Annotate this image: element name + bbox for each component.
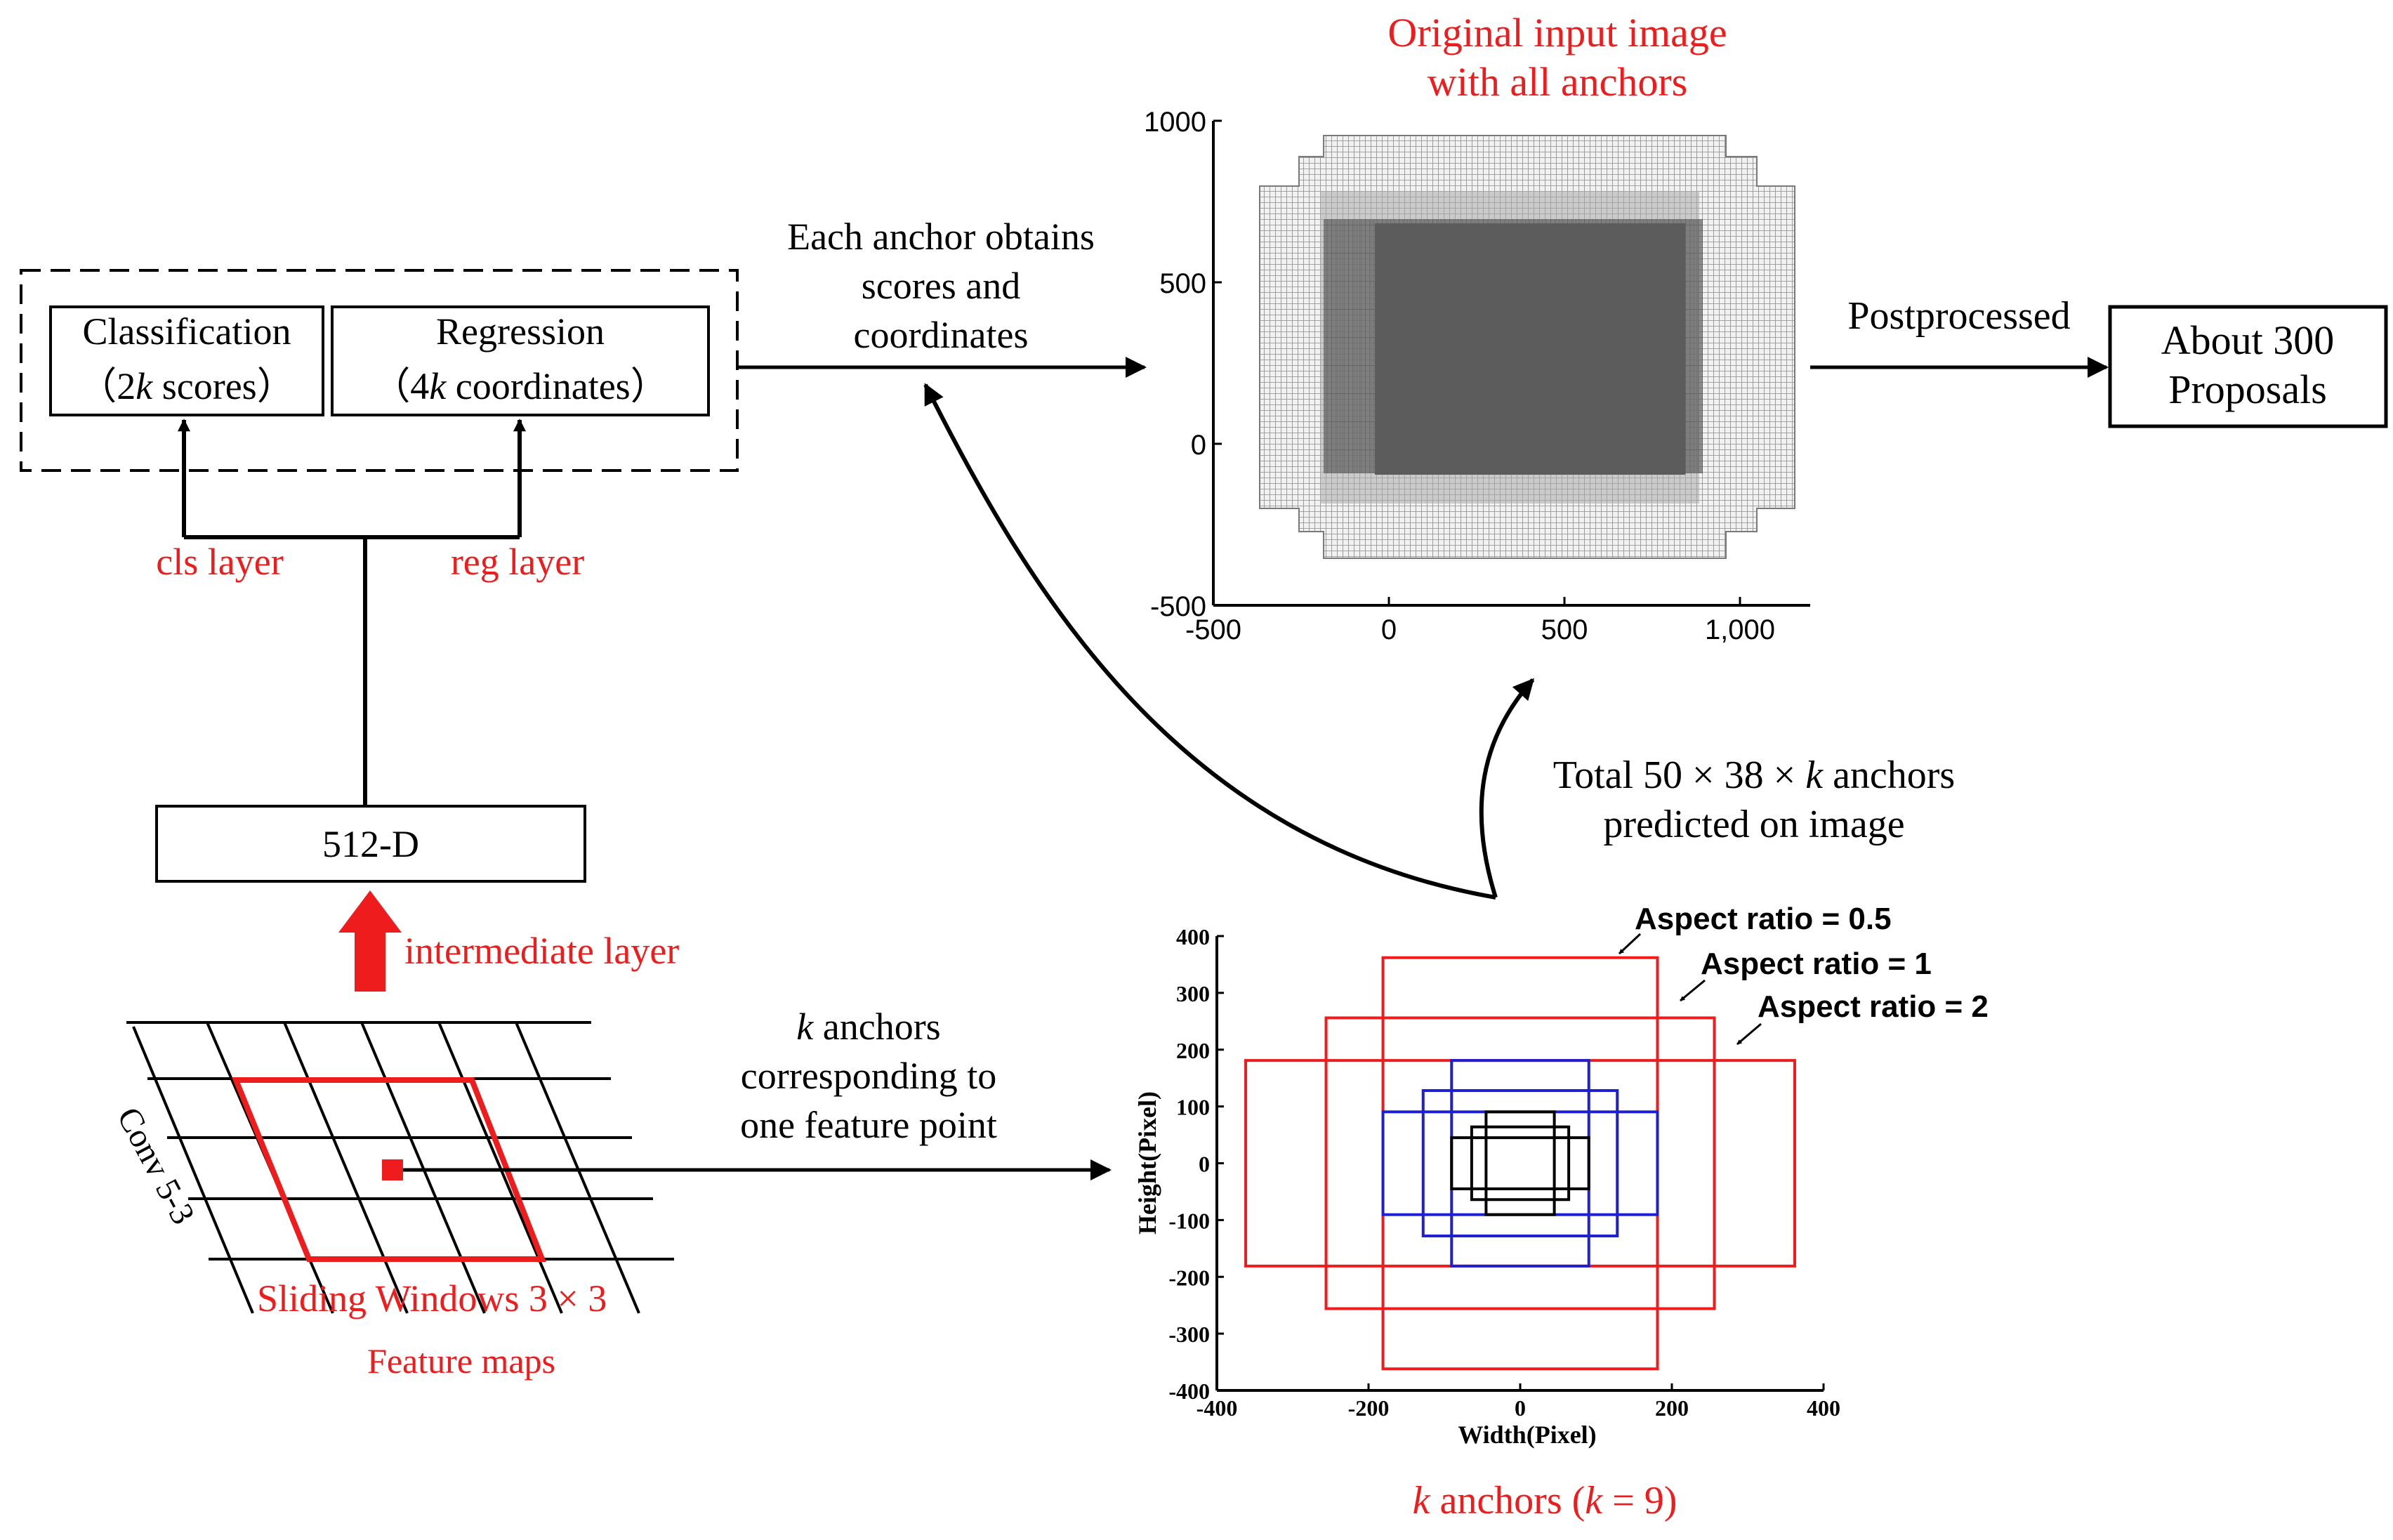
proposals-line2: Proposals <box>2168 367 2327 412</box>
heatmap-x-tick-label: -500 <box>1185 614 1241 645</box>
original-input-line1: Original input image <box>1387 10 1727 55</box>
regression-title: Regression <box>436 310 605 353</box>
each-anchor-line2: scores and <box>862 265 1020 307</box>
anchor-box-small-ratio-2 <box>1450 1136 1590 1190</box>
anchor-box-small-ratio-0_5 <box>1484 1110 1556 1216</box>
intermediate-layer-label: intermediate layer <box>404 930 679 972</box>
dim-512-box <box>155 805 586 883</box>
sliding-window-3x3 <box>232 1077 546 1262</box>
kc-y-tick-label: 300 <box>1176 981 1210 1006</box>
aspect-ratio-05-label: Aspect ratio = 0.5 <box>1635 902 1892 936</box>
conv-label: Conv 5-3 <box>110 1101 202 1230</box>
kc-y-tick-label: -100 <box>1168 1208 1210 1233</box>
proposals-line1: About 300 <box>2161 317 2335 363</box>
aspect-ratio-1-label: Aspect ratio = 1 <box>1701 947 1932 981</box>
kc-y-tick-label: 0 <box>1199 1152 1210 1177</box>
kc-x-tick-label: 200 <box>1655 1395 1689 1421</box>
kc-y-axis-label: Height(Pixel) <box>1133 1091 1161 1235</box>
anchor-coverage <box>1259 135 1795 559</box>
kc-y-tick-label: -300 <box>1168 1322 1210 1347</box>
anchor-box-large-ratio-1 <box>1324 1016 1716 1310</box>
original-input-line2: with all anchors <box>1428 59 1687 105</box>
anchors-to-image-curve <box>1479 678 1535 898</box>
kc-x-tick-label: 0 <box>1515 1395 1526 1421</box>
reg-layer-label: reg layer <box>451 541 584 583</box>
each-anchor-line1: Each anchor obtains <box>787 216 1095 258</box>
each-anchor-line3: coordinates <box>854 314 1029 356</box>
heatmap-x-tick-label: 0 <box>1381 614 1397 645</box>
anchors-to-scores-curve <box>923 383 1496 900</box>
kc-y-tick-label: 400 <box>1176 924 1210 949</box>
classification-scores: （2k scores） <box>79 365 294 407</box>
postprocessed-label: Postprocessed <box>1847 294 2070 338</box>
heatmap-y-tick-label: 500 <box>1159 268 1206 299</box>
regression-coordinates: （4k coordinates） <box>372 365 668 407</box>
kc-y-tick-label: -400 <box>1168 1378 1210 1404</box>
intermediate-layer-arrow <box>338 890 402 992</box>
kc-x-axis-label: Width(Pixel) <box>1458 1421 1596 1449</box>
proposals-box <box>2108 305 2388 428</box>
dim-512-label: 512-D <box>322 823 419 865</box>
regression-box <box>331 305 710 416</box>
kc-x-tick-label: 400 <box>1807 1395 1840 1421</box>
heatmap-y-tick-label: 0 <box>1191 430 1206 461</box>
aspect-ratio-2-pointer <box>1736 1022 1762 1046</box>
aspect-ratio-05-pointer <box>1618 933 1642 955</box>
classification-title: Classification <box>83 310 291 353</box>
kc-y-tick-label: 200 <box>1176 1038 1210 1063</box>
kc-x-tick-label: -200 <box>1348 1395 1390 1421</box>
sliding-windows-label: Sliding Windows 3 × 3 <box>257 1277 607 1319</box>
layer-connector <box>178 419 526 806</box>
cls-layer-label: cls layer <box>156 541 283 583</box>
k-anchors-caption: k anchors (k = 9) <box>1413 1479 1677 1522</box>
heatmap-y-tick-label: -500 <box>1150 591 1206 622</box>
dashed-group-box <box>20 269 739 472</box>
anchor-box-medium-ratio-1 <box>1421 1088 1619 1238</box>
k-anchors-chart: 400 300 200 100 0 -100 -200 -300 -400 -400 -200 0 2… <box>1133 902 1989 1449</box>
k-anchors-text-line2: corresponding to <box>741 1055 996 1097</box>
total-anchors-line2: predicted on image <box>1603 803 1904 846</box>
feature-maps-label: Feature maps <box>367 1341 555 1381</box>
kc-y-tick-label: -200 <box>1168 1265 1210 1290</box>
total-anchors-line1: Total 50 × 38 × k anchors <box>1553 753 1955 797</box>
heatmap-x-tick-label: 500 <box>1541 614 1588 645</box>
classification-box <box>49 305 324 416</box>
aspect-ratio-1-pointer <box>1680 979 1706 1002</box>
all-anchors-chart: 1000 500 0 -500 -500 0 500 1,000 <box>1144 107 1810 645</box>
kc-y-tick-label: 100 <box>1176 1095 1210 1120</box>
k-anchors-text-line1: k anchors <box>796 1006 940 1048</box>
k-anchors-text-line3: one feature point <box>740 1104 997 1146</box>
anchor-box-small-ratio-1 <box>1470 1125 1571 1202</box>
kc-x-tick-label: -400 <box>1196 1395 1238 1421</box>
heatmap-y-tick-label: 1000 <box>1144 107 1206 138</box>
heatmap-x-tick-label: 1,000 <box>1705 614 1775 645</box>
aspect-ratio-2-label: Aspect ratio = 2 <box>1758 989 1989 1024</box>
feature-map-grid <box>126 1021 674 1314</box>
feature-point <box>382 1159 403 1180</box>
